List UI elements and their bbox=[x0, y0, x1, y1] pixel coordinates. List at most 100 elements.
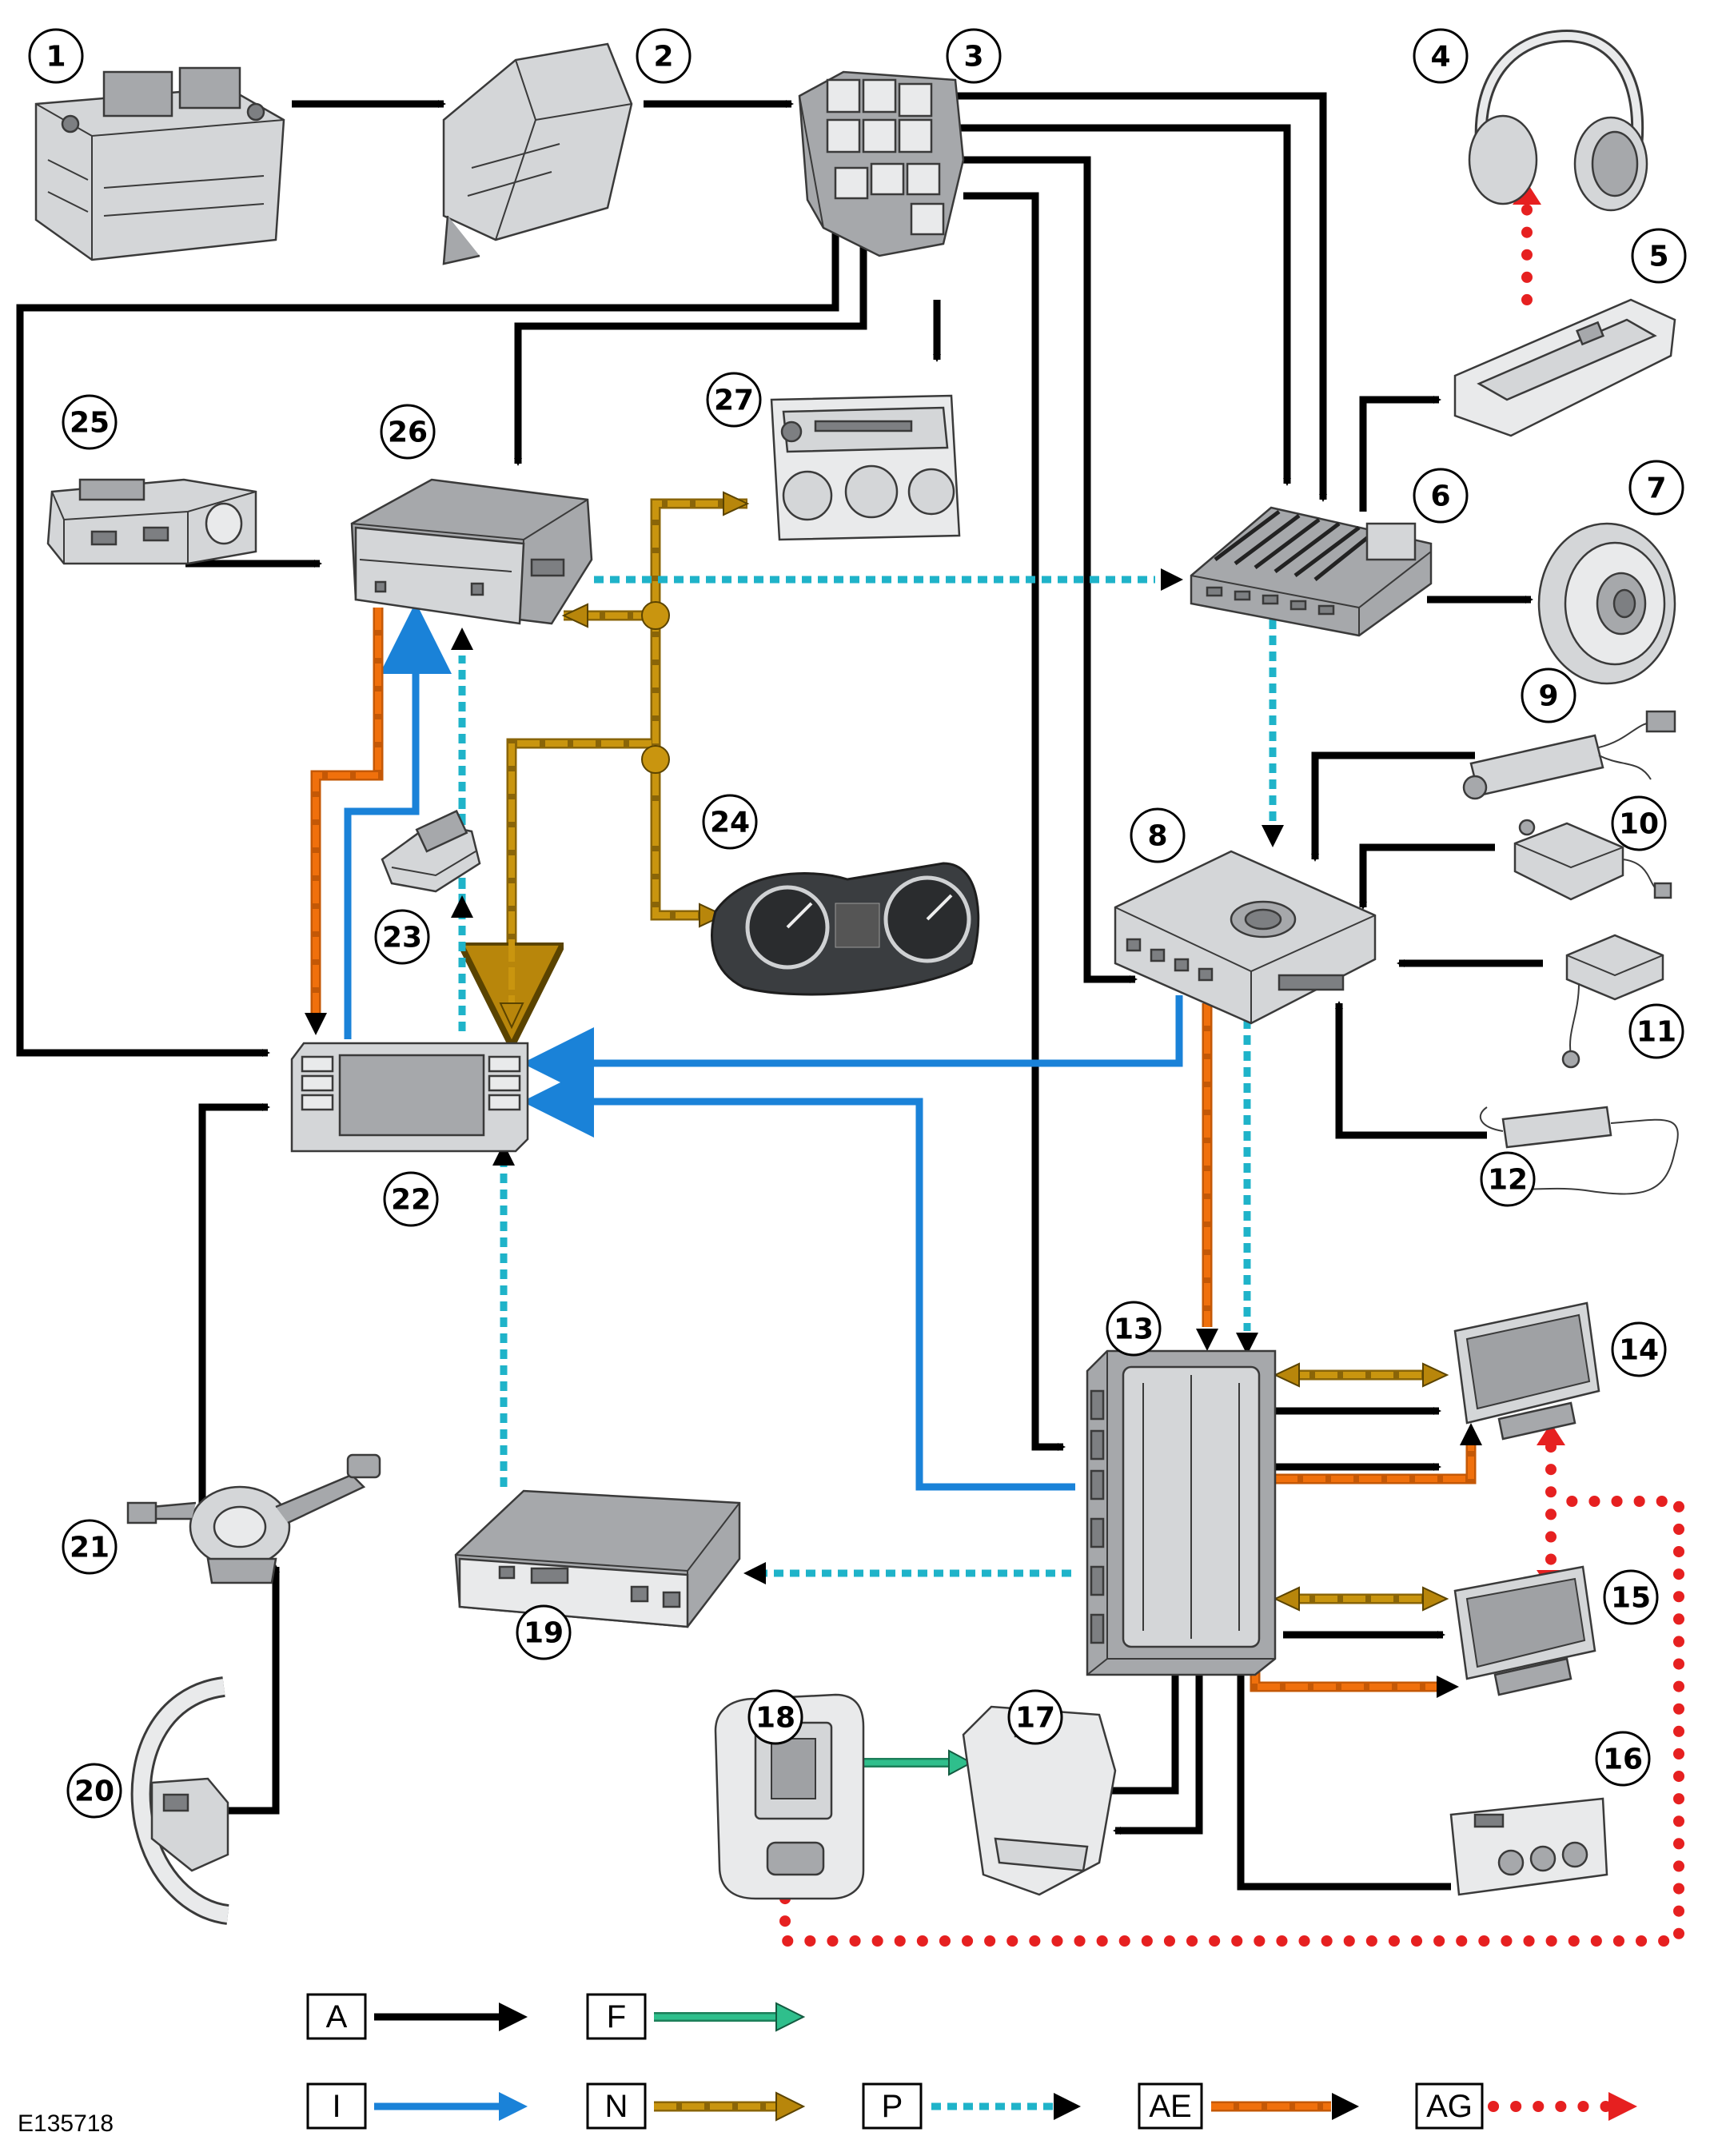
power-line bbox=[1311, 751, 1475, 862]
legend-item-ae: AE bbox=[1138, 2082, 1359, 2130]
svg-text:25: 25 bbox=[70, 407, 110, 440]
svg-text:20: 20 bbox=[74, 1775, 114, 1808]
callout-7: 7 bbox=[1628, 460, 1684, 516]
power-line bbox=[1113, 1661, 1203, 1835]
gold-arrowheads bbox=[499, 491, 1449, 1612]
svg-text:18: 18 bbox=[755, 1702, 795, 1735]
auxiliary-socket-panel-icon bbox=[46, 478, 257, 565]
wireless-link bbox=[779, 1496, 1684, 1947]
power-line bbox=[955, 124, 1291, 486]
svg-text:2: 2 bbox=[653, 41, 673, 74]
svg-text:14: 14 bbox=[1619, 1334, 1659, 1367]
rear-display-screen-icon bbox=[1453, 1565, 1596, 1696]
callout-8: 8 bbox=[1130, 807, 1186, 863]
callout-15: 15 bbox=[1603, 1569, 1659, 1625]
touch-screen-display-icon bbox=[290, 1042, 529, 1153]
svg-text:1: 1 bbox=[46, 41, 66, 74]
signal-line-i bbox=[522, 1066, 1075, 1491]
svg-text:10: 10 bbox=[1619, 808, 1659, 841]
legend-item-f: F bbox=[586, 1993, 806, 2040]
callout-18: 18 bbox=[747, 1689, 803, 1745]
power-line bbox=[198, 1103, 270, 1511]
power-line bbox=[963, 156, 1138, 983]
instrument-cluster-icon bbox=[711, 862, 980, 996]
steering-column-switch-icon bbox=[126, 1453, 381, 1584]
callout-26: 26 bbox=[380, 404, 436, 460]
wiring-connections bbox=[16, 92, 1684, 1947]
svg-text:16: 16 bbox=[1603, 1744, 1643, 1776]
power-line bbox=[514, 232, 867, 466]
junction-dot bbox=[641, 745, 670, 774]
svg-text:8: 8 bbox=[1147, 820, 1167, 853]
steering-wheel-icon bbox=[130, 1676, 230, 1925]
callout-3: 3 bbox=[946, 28, 1002, 84]
callout-2: 2 bbox=[636, 28, 692, 84]
svg-text:9: 9 bbox=[1538, 680, 1558, 713]
legend-item-p: P bbox=[862, 2082, 1081, 2130]
callout-23: 23 bbox=[374, 909, 430, 965]
svg-text:19: 19 bbox=[524, 1617, 564, 1650]
orange-arrowheads bbox=[305, 1013, 1482, 1698]
svg-text:P: P bbox=[882, 2089, 903, 2124]
callout-21: 21 bbox=[62, 1519, 118, 1575]
legend-item-a: A bbox=[306, 1993, 528, 2040]
power-line bbox=[1107, 1659, 1179, 1795]
remote-control-icon bbox=[714, 1693, 865, 1900]
svg-text:22: 22 bbox=[391, 1184, 431, 1217]
callout-17: 17 bbox=[1007, 1689, 1063, 1745]
battery-icon bbox=[34, 66, 285, 261]
power-line bbox=[1237, 1659, 1451, 1891]
svg-text:15: 15 bbox=[1611, 1582, 1651, 1615]
callout-11: 11 bbox=[1628, 1003, 1684, 1059]
callout-5: 5 bbox=[1631, 228, 1687, 284]
power-line bbox=[943, 92, 1327, 502]
power-line bbox=[212, 1564, 280, 1815]
svg-text:A: A bbox=[326, 1999, 348, 2034]
svg-text:27: 27 bbox=[714, 385, 754, 417]
callout-13: 13 bbox=[1106, 1301, 1162, 1357]
junction-dot bbox=[641, 601, 670, 630]
fuse-box-icon bbox=[798, 70, 965, 257]
callout-19: 19 bbox=[516, 1604, 572, 1660]
svg-text:4: 4 bbox=[1430, 41, 1450, 74]
svg-text:26: 26 bbox=[388, 416, 428, 449]
callout-24: 24 bbox=[702, 794, 758, 850]
svg-text:21: 21 bbox=[70, 1532, 110, 1564]
svg-text:AE: AE bbox=[1149, 2089, 1191, 2124]
legend: A F I N P bbox=[306, 1993, 1637, 2130]
antenna-module-icon bbox=[1513, 819, 1672, 901]
callout-6: 6 bbox=[1413, 468, 1469, 524]
power-line bbox=[1359, 396, 1441, 512]
control-panel-icon bbox=[770, 394, 961, 541]
callout-16: 16 bbox=[1595, 1731, 1651, 1787]
svg-text:13: 13 bbox=[1114, 1313, 1154, 1346]
integrated-audio-module-icon bbox=[350, 478, 593, 625]
signal-line-i bbox=[522, 995, 1183, 1099]
svg-text:6: 6 bbox=[1430, 480, 1450, 513]
headphone-transmitter-icon bbox=[1453, 298, 1676, 437]
callout-12: 12 bbox=[1480, 1151, 1536, 1207]
audio-amplifier-icon bbox=[1190, 506, 1433, 637]
callout-22: 22 bbox=[383, 1171, 439, 1227]
callout-25: 25 bbox=[62, 394, 118, 450]
cyan-arrowheads bbox=[451, 568, 1284, 1584]
callout-14: 14 bbox=[1611, 1321, 1667, 1377]
svg-text:5: 5 bbox=[1648, 241, 1668, 273]
svg-text:I: I bbox=[332, 2089, 341, 2124]
callout-10: 10 bbox=[1611, 795, 1667, 851]
signal-line-i bbox=[344, 602, 452, 1039]
power-line bbox=[1359, 843, 1495, 910]
tuner-module-icon bbox=[1114, 850, 1377, 1025]
rear-display-screen-icon bbox=[1453, 1301, 1600, 1441]
figure-reference: E135718 bbox=[18, 2110, 114, 2137]
svg-text:17: 17 bbox=[1015, 1702, 1055, 1735]
headphones-icon bbox=[1468, 29, 1648, 212]
svg-text:3: 3 bbox=[963, 41, 983, 74]
svg-text:7: 7 bbox=[1646, 472, 1666, 505]
legend-item-n: N bbox=[586, 2082, 806, 2130]
battery-junction-box-icon bbox=[442, 42, 633, 265]
media-interface-module-icon bbox=[454, 1489, 741, 1628]
power-line bbox=[963, 192, 1066, 1451]
connector-icon bbox=[381, 809, 481, 893]
